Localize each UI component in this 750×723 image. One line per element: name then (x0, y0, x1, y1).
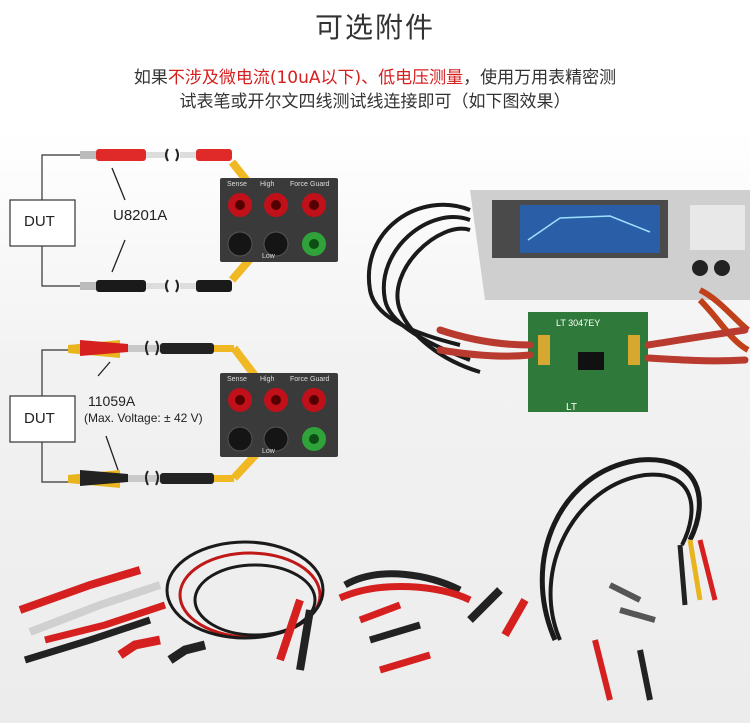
jack-hole (235, 395, 245, 405)
test-lead-set-2 (165, 540, 325, 671)
panel-force-label: Force (290, 181, 308, 188)
jack-black (263, 426, 289, 452)
lead-tip (80, 151, 96, 159)
knob (714, 260, 730, 276)
jack-black (263, 231, 289, 257)
panel-guard-label: Guard (310, 181, 330, 188)
lead-black-body (160, 473, 214, 484)
test-board: LT 3047EY LT (528, 312, 648, 413)
diagram-top (9, 148, 266, 293)
page-title: 可选附件 (314, 11, 435, 44)
panel-sense-label: Sense (227, 181, 247, 188)
lead-metal (128, 475, 168, 482)
pointer-line (105, 435, 119, 471)
lead-black-body (160, 343, 214, 354)
chip-label: LT 3047EY (556, 318, 600, 328)
jack-hole (309, 395, 319, 405)
lead-metal (146, 152, 168, 158)
panel-low-label: Low (262, 253, 275, 260)
instrument-photo (470, 190, 750, 300)
probe-black (23, 616, 152, 664)
kelvin-leads-photo (436, 326, 749, 365)
pointer-line (111, 167, 126, 201)
lead-metal (128, 345, 168, 352)
lead-tip (80, 282, 96, 290)
screen-trace (527, 215, 651, 241)
instrument-screen (520, 205, 660, 253)
lead-red-body (96, 149, 146, 161)
lead-metal (180, 152, 196, 158)
test-lead-set-1 (18, 566, 207, 664)
jack-hole (271, 200, 281, 210)
brand-label: LT (566, 402, 577, 413)
coupler-icon (165, 148, 179, 162)
dut-label-top: DUT (24, 213, 55, 230)
lead-black-body (96, 280, 146, 292)
desc-line2: 试表笔或开尔文四线测试线连接即可（如下图效果） (179, 92, 571, 112)
lead-black-plug (196, 280, 232, 292)
jack-hole (309, 200, 319, 210)
kelvin-clip-black (80, 470, 128, 486)
probe-red (18, 566, 142, 614)
coupler-icon (145, 470, 159, 486)
coupler-icon (165, 279, 179, 293)
probe-red (44, 601, 167, 644)
jack-black (227, 231, 253, 257)
panel-guard-label: Guard (310, 376, 330, 383)
voltage-note: (Max. Voltage: ± 42 V) (84, 411, 203, 425)
jack-hole (271, 395, 281, 405)
panel-high-label: High (260, 181, 275, 188)
lead-label-top: U8201A (113, 207, 168, 224)
kelvin-cable-set (539, 457, 718, 701)
lead-label-bottom: 11059A (88, 393, 136, 409)
panel-low-label: Low (262, 448, 275, 455)
lead-red-plug (196, 149, 232, 161)
jack-hole (235, 200, 245, 210)
panel-force-label: Force (290, 376, 308, 383)
terminal-panel-bottom (220, 373, 338, 457)
jack-hole (309, 434, 319, 444)
pointer-line (111, 239, 126, 273)
instrument-keys (690, 205, 745, 250)
lead-yellow (214, 475, 234, 482)
jack-black (227, 426, 253, 452)
knob (692, 260, 708, 276)
test-lead-set-3 (338, 570, 529, 674)
dut-box-bottom (9, 395, 76, 443)
desc-prefix: 如果 (133, 68, 168, 88)
desc-suffix: ，使用万用表精密测 (463, 68, 617, 88)
board-terminal (628, 335, 640, 365)
chip (578, 352, 604, 370)
probe-white (28, 581, 162, 636)
lead-metal (146, 283, 168, 289)
board-terminal (538, 335, 550, 365)
panel-sense-label: Sense (227, 376, 247, 383)
clip-red (117, 635, 161, 659)
dut-wires-bottom (41, 349, 68, 483)
kelvin-clip-red (80, 340, 128, 356)
description: 如果不涉及微电流(10uA以下)、低电压测量，使用万用表精密测 试表笔或开尔文四… (0, 66, 750, 114)
dut-wires-top (41, 154, 80, 287)
lead-yellow (214, 345, 234, 352)
dut-label-bottom: DUT (24, 410, 55, 427)
coupler-icon (145, 340, 159, 356)
clip-black (167, 640, 207, 664)
terminal-panel-top (220, 178, 338, 262)
panel-high-label: High (260, 376, 275, 383)
pointer-line (97, 361, 111, 377)
lead-metal (180, 283, 196, 289)
jack-hole (309, 239, 319, 249)
desc-highlight: 不涉及微电流(10uA以下)、低电压测量 (167, 68, 464, 88)
